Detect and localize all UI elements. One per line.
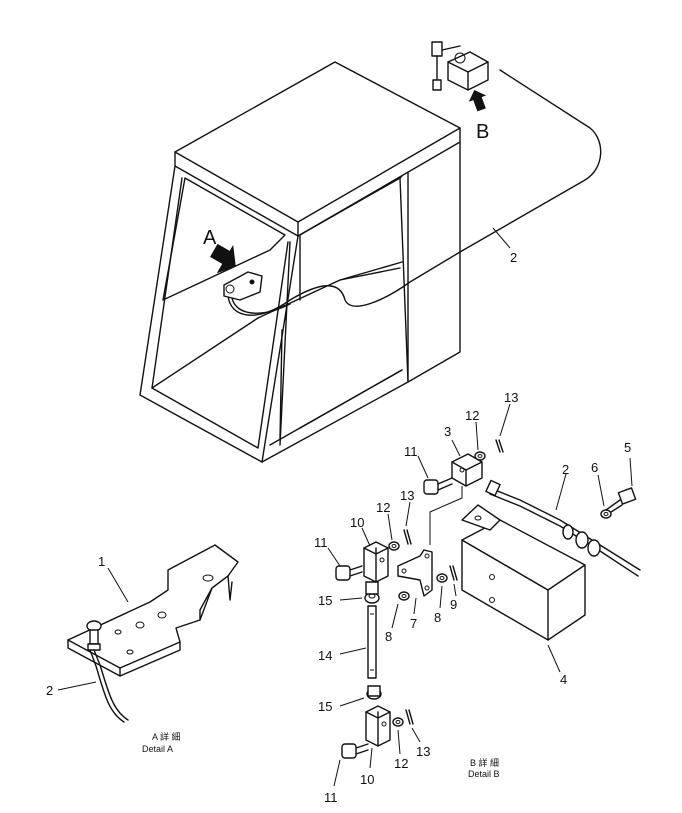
part-2-cable-assembly <box>485 479 641 577</box>
callout-13-pin-bottom: 13 <box>416 744 430 759</box>
callout-2-cable-detail-a: 2 <box>46 683 53 698</box>
part-13-cotter-pin-mid <box>403 529 412 545</box>
view-letter-a: A <box>203 227 217 249</box>
callout-14-rod: 14 <box>318 648 332 663</box>
detail-a-bracket-on-cab <box>223 271 263 301</box>
part-12-washer-bottom <box>392 717 404 727</box>
callout-11-pin-bottom: 11 <box>324 790 338 805</box>
view-arrow-a <box>210 243 236 274</box>
callout-8-washer-right: 8 <box>434 610 441 625</box>
detail-b-caption-en: Detail B <box>468 769 500 779</box>
callout-13-pin-top: 13 <box>504 390 518 405</box>
callout-10-clevis-bottom: 10 <box>360 772 374 787</box>
callout-11-pin-top: 11 <box>404 444 418 459</box>
view-letter-b: B <box>476 121 489 143</box>
part-12-washer-top <box>474 451 486 461</box>
part-13-cotter-pin-top <box>495 439 504 453</box>
callout-12-washer-bottom: 12 <box>394 756 408 771</box>
callout-2-cable-detail-b: 2 <box>562 462 569 477</box>
part-7-lever <box>397 549 433 597</box>
callout-5-bolt: 5 <box>624 440 631 455</box>
callout-13-pin-mid: 13 <box>400 488 414 503</box>
part-10-clevis-bottom <box>365 705 391 747</box>
callout-11-pin-mid: 11 <box>314 535 328 550</box>
part-15-nut-top <box>364 581 380 604</box>
view-arrow-b <box>468 89 487 112</box>
callout-8-washer-left: 8 <box>385 629 392 644</box>
part-14-rod <box>367 605 377 679</box>
part-11-pin-top <box>423 477 453 495</box>
operator-cab <box>139 61 461 463</box>
callout-15-nut-bottom: 15 <box>318 699 332 714</box>
callout-9-pin: 9 <box>450 597 457 612</box>
part-11-pin-mid <box>335 565 363 581</box>
detail-a-caption-en: Detail A <box>142 744 173 754</box>
part-4-bracket <box>461 504 586 641</box>
part-10-clevis-mid <box>363 541 389 583</box>
callout-6-washer: 6 <box>591 460 598 475</box>
detail-a-caption-jp: A 詳 細 <box>152 731 181 742</box>
part-9-cotter-pin <box>449 565 458 581</box>
cable-2-routing <box>227 69 602 316</box>
part-8-washer-left <box>398 591 410 601</box>
callout-15-nut-top: 15 <box>318 593 332 608</box>
part-6-washer <box>600 509 612 519</box>
callout-2-cable: 2 <box>510 250 517 265</box>
part-13-cotter-pin-bottom <box>405 709 414 725</box>
callout-3-clevis: 3 <box>444 424 451 439</box>
part-5-bolt <box>605 487 637 515</box>
detail-b-caption-jp: B 詳 細 <box>470 757 499 768</box>
callout-4-bracket: 4 <box>560 672 567 687</box>
part-8-washer-right <box>436 573 448 583</box>
callout-1-plate: 1 <box>98 554 105 569</box>
part-15-nut-bottom <box>366 685 382 700</box>
callout-10-clevis-mid: 10 <box>350 515 364 530</box>
detail-b-assembly-on-cab <box>431 41 489 91</box>
callout-7-lever: 7 <box>410 616 417 631</box>
part-12-washer-mid <box>388 541 400 551</box>
callout-12-washer-top: 12 <box>465 408 479 423</box>
detail-a-plate <box>67 544 239 723</box>
part-11-pin-bottom <box>341 743 369 759</box>
callout-12-washer-mid: 12 <box>376 500 390 515</box>
